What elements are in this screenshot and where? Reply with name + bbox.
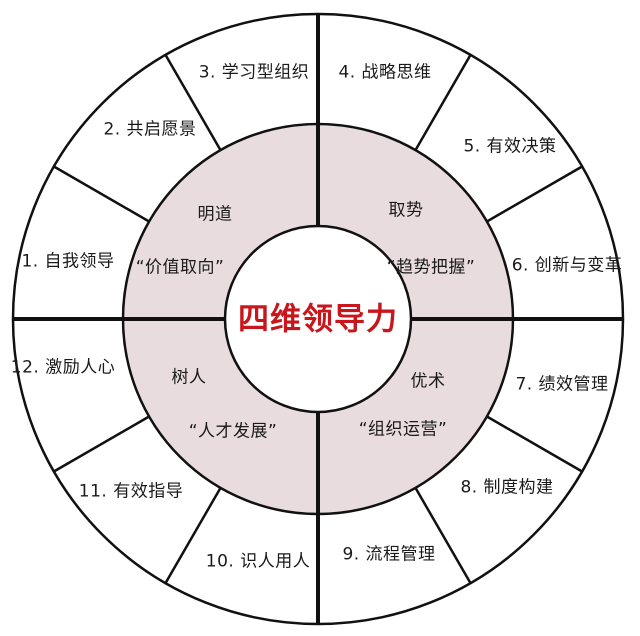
center-title: 四维领导力 — [238, 301, 398, 338]
pillar-theme-shuren: “人才发展” — [188, 421, 278, 442]
center-circle — [223, 224, 413, 414]
pillar-name-qushi: 取势 — [388, 200, 424, 221]
sector-dividers — [53, 54, 583, 584]
competency-9: 9. 流程管理 — [342, 544, 436, 565]
competency-6: 6. 创新与变革 — [511, 255, 623, 276]
pillar-name-mingdao: 明道 — [197, 204, 233, 225]
competency-2: 2. 共启愿景 — [103, 119, 197, 140]
pillar-theme-qushi: “趋势把握” — [386, 257, 476, 278]
competency-3: 3. 学习型组织 — [198, 62, 310, 83]
quadrant-dividers — [13, 14, 623, 624]
pillar-theme-mingdao: “价值取向” — [135, 257, 225, 278]
competency-8: 8. 制度构建 — [460, 477, 554, 498]
competency-11: 11. 有效指导 — [78, 481, 184, 502]
pillar-theme-youshu: “组织运营” — [358, 419, 448, 440]
pillar-name-youshu: 优术 — [410, 371, 446, 392]
pillar-name-shuren: 树人 — [171, 367, 207, 388]
competency-7: 7. 绩效管理 — [515, 374, 609, 395]
competency-10: 10. 识人用人 — [205, 551, 311, 572]
competency-1: 1. 自我领导 — [21, 251, 115, 272]
competency-4: 4. 战略思维 — [338, 62, 432, 83]
competency-12: 12. 激励人心 — [10, 357, 116, 378]
competency-5: 5. 有效决策 — [463, 136, 557, 157]
